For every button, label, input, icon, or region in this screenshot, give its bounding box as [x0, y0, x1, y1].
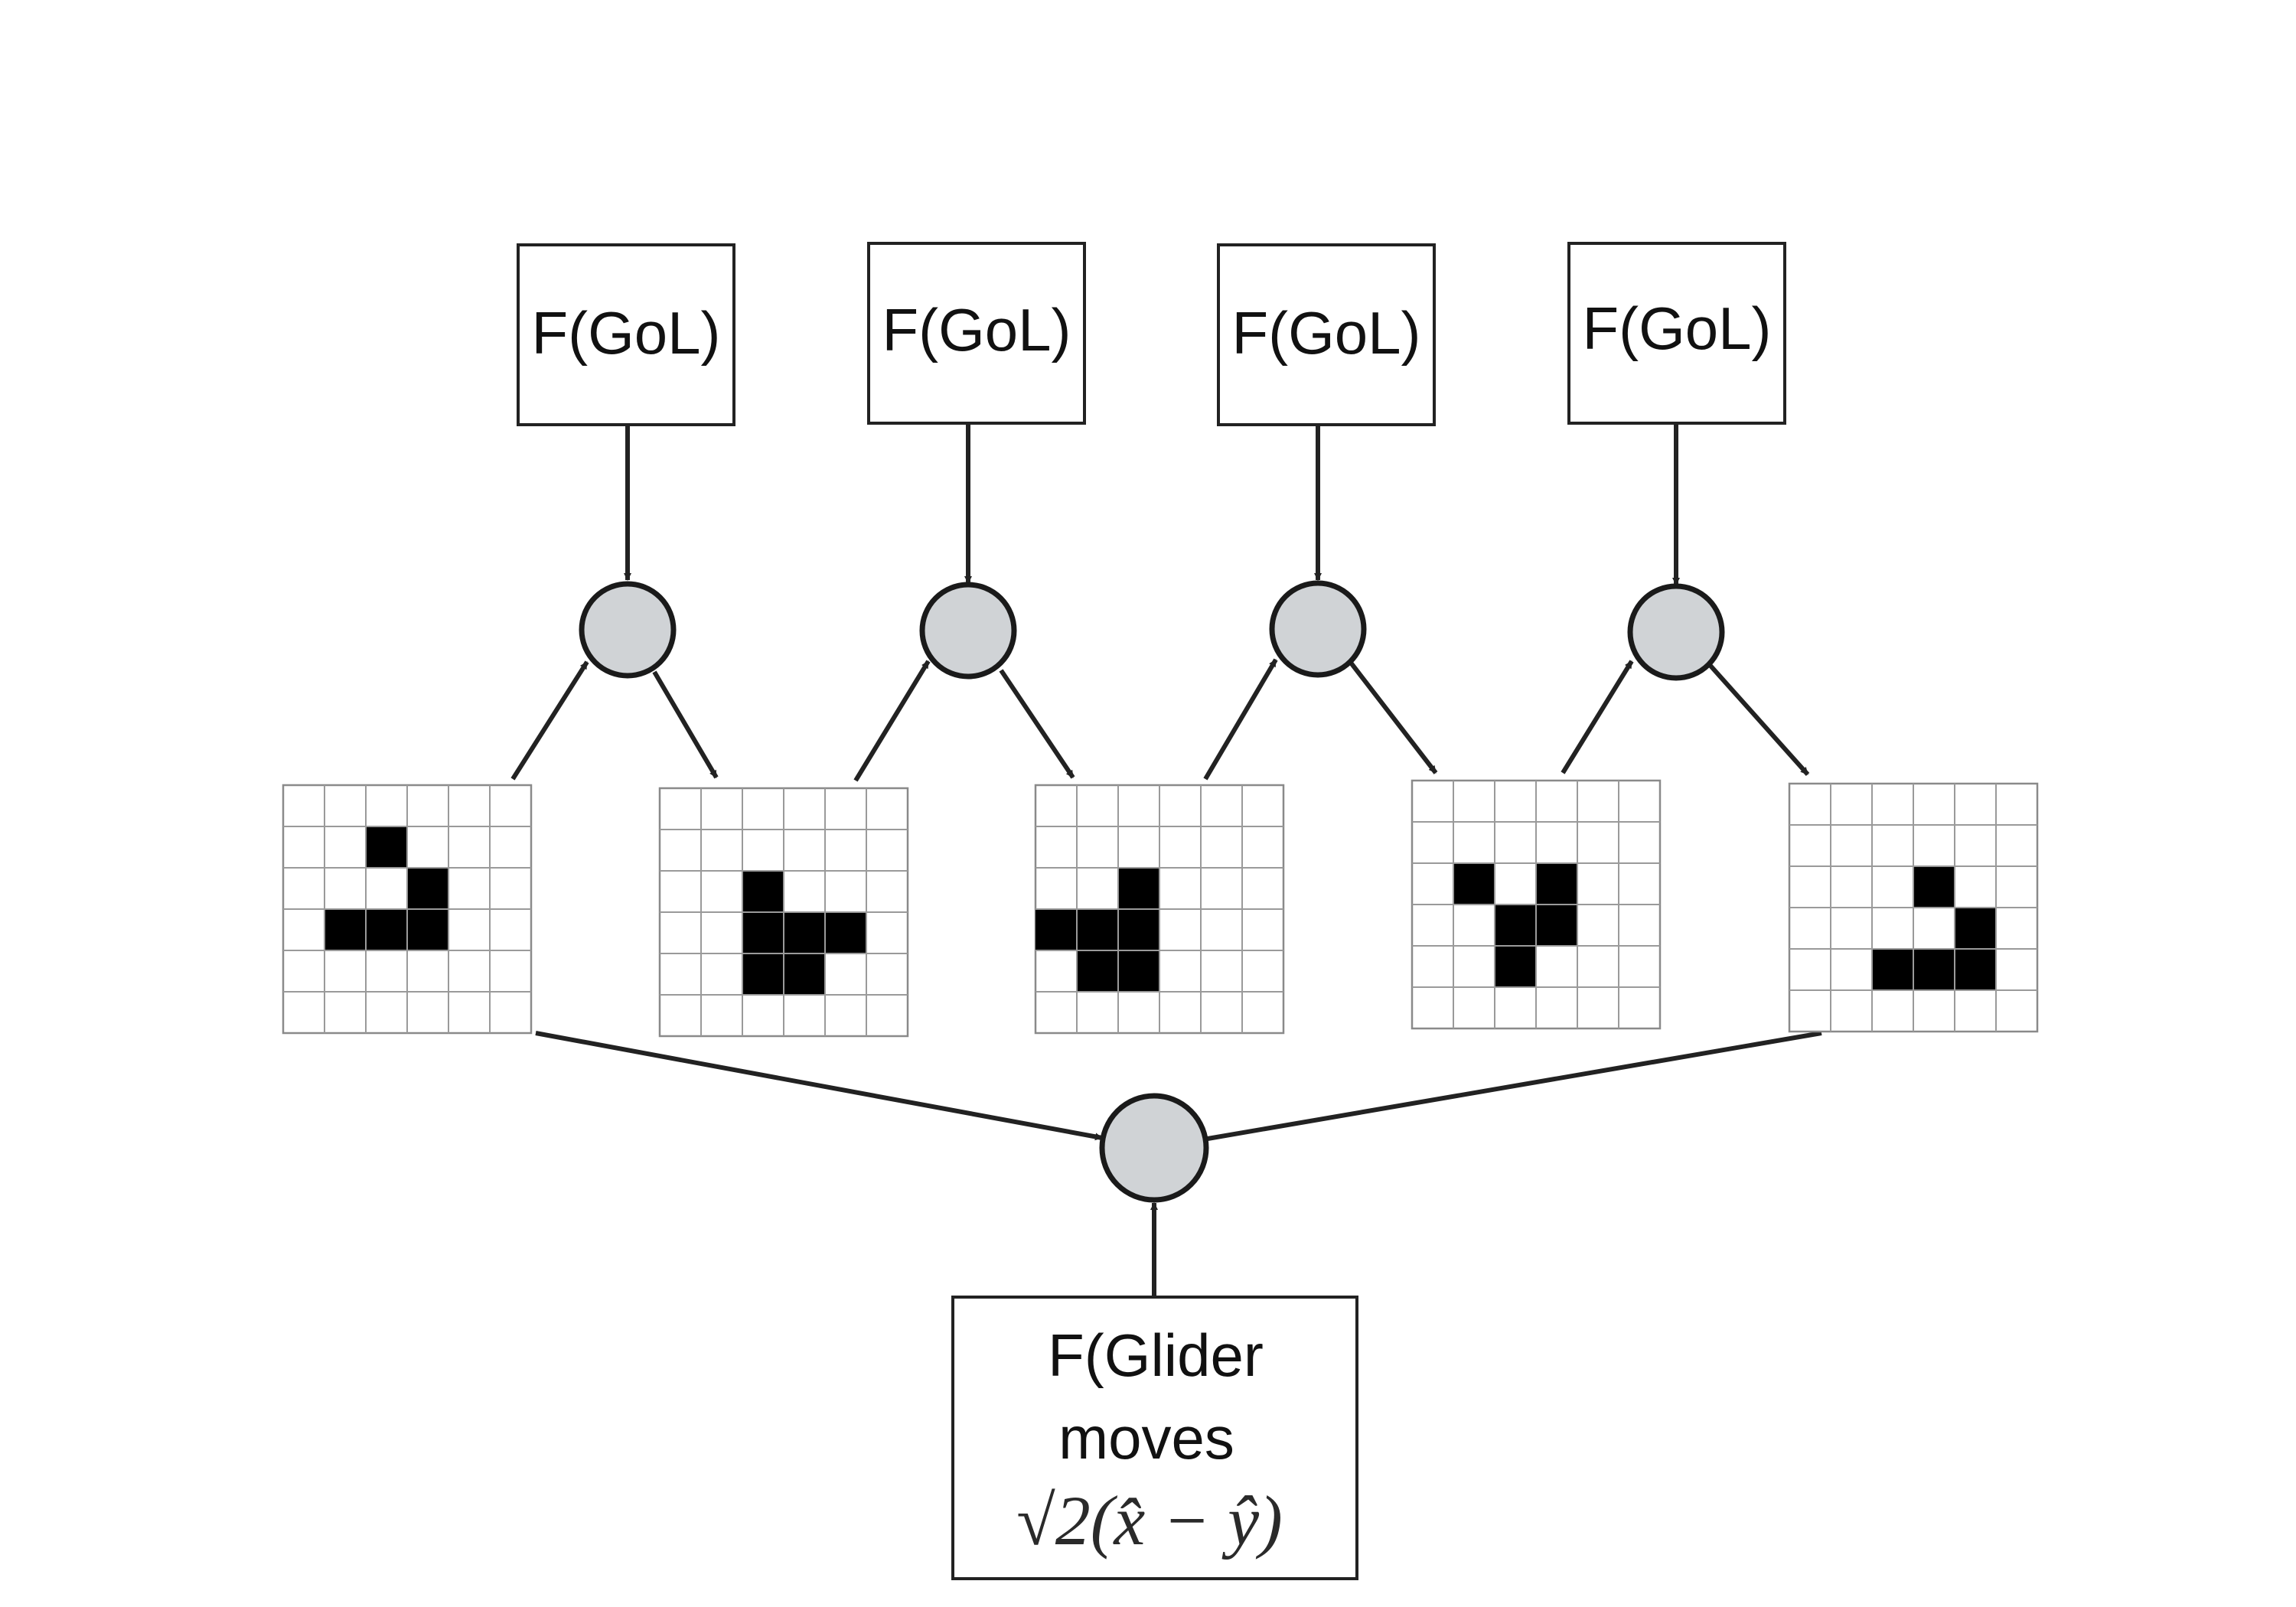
- board-3-live-cell: [1077, 909, 1118, 950]
- board-2-live-cell: [825, 912, 866, 953]
- rule-label-2: F(GoL): [882, 296, 1071, 363]
- board-1-live-cell: [366, 909, 407, 950]
- board-5-live-cell: [1955, 949, 1996, 990]
- board-5-live-cell: [1872, 949, 1913, 990]
- rule-box-4: F(GoL): [1567, 242, 1786, 425]
- arrow-board4-node4: [1561, 660, 1634, 774]
- rule-label-4: F(GoL): [1582, 295, 1771, 362]
- arrow-board1-bottom-node: [535, 1031, 1103, 1141]
- board-4-live-cell: [1536, 905, 1577, 946]
- board-4-live-cell: [1453, 863, 1495, 905]
- board-2: [658, 787, 909, 1038]
- board-5-live-cell: [1913, 949, 1955, 990]
- arrow-board3-node3: [1203, 658, 1278, 781]
- board-1-live-cell: [366, 826, 407, 868]
- arrow-board5-bottom-node: [1207, 1031, 1822, 1141]
- rule-box-1: F(GoL): [517, 243, 735, 426]
- glider-formula: √2(x̂ − ŷ): [1016, 1482, 1283, 1560]
- board-5-live-cell: [1955, 908, 1996, 949]
- rule-label-3: F(GoL): [1231, 299, 1420, 367]
- glider-box: F(Glider moves √2(x̂ − ŷ): [951, 1296, 1358, 1580]
- board-4-live-cell: [1495, 946, 1536, 987]
- board-2-live-cell: [742, 912, 784, 953]
- board-2-live-cell: [742, 871, 784, 912]
- node-3: [1269, 580, 1367, 678]
- board-4: [1411, 779, 1662, 1030]
- arrow-board2-node2: [853, 660, 931, 782]
- arrow-node3-board4: [1349, 661, 1438, 774]
- board-3-live-cell: [1077, 950, 1118, 992]
- board-1-live-cell: [407, 909, 448, 950]
- board-5-live-cell: [1913, 866, 1955, 908]
- board-3-live-cell: [1035, 909, 1077, 950]
- board-2-live-cell: [742, 953, 784, 995]
- arrow-node1-board2: [652, 670, 719, 779]
- board-5: [1788, 782, 2039, 1033]
- board-2-live-cell: [784, 912, 825, 953]
- glider-line-2: moves: [1058, 1404, 1234, 1472]
- board-4-live-cell: [1495, 905, 1536, 946]
- board-4-live-cell: [1536, 863, 1577, 905]
- rule-box-2: F(GoL): [867, 242, 1086, 425]
- node-1: [579, 581, 677, 679]
- glider-line-1: F(Glider: [1048, 1322, 1264, 1389]
- rule-label-1: F(GoL): [531, 299, 720, 367]
- board-3-live-cell: [1118, 909, 1159, 950]
- board-2-live-cell: [784, 953, 825, 995]
- board-3-live-cell: [1118, 868, 1159, 909]
- board-1-live-cell: [407, 868, 448, 909]
- board-1-live-cell: [325, 909, 366, 950]
- board-3: [1034, 784, 1285, 1035]
- arrow-node2-board3: [999, 669, 1075, 779]
- board-1: [282, 784, 533, 1035]
- rule-box-3: F(GoL): [1217, 243, 1436, 426]
- node-4: [1627, 583, 1725, 681]
- node-2: [919, 582, 1017, 680]
- arrow-node4-board5: [1708, 664, 1810, 776]
- board-3-live-cell: [1118, 950, 1159, 992]
- bottom-node: [1099, 1093, 1209, 1203]
- arrow-board1-node1: [510, 660, 589, 781]
